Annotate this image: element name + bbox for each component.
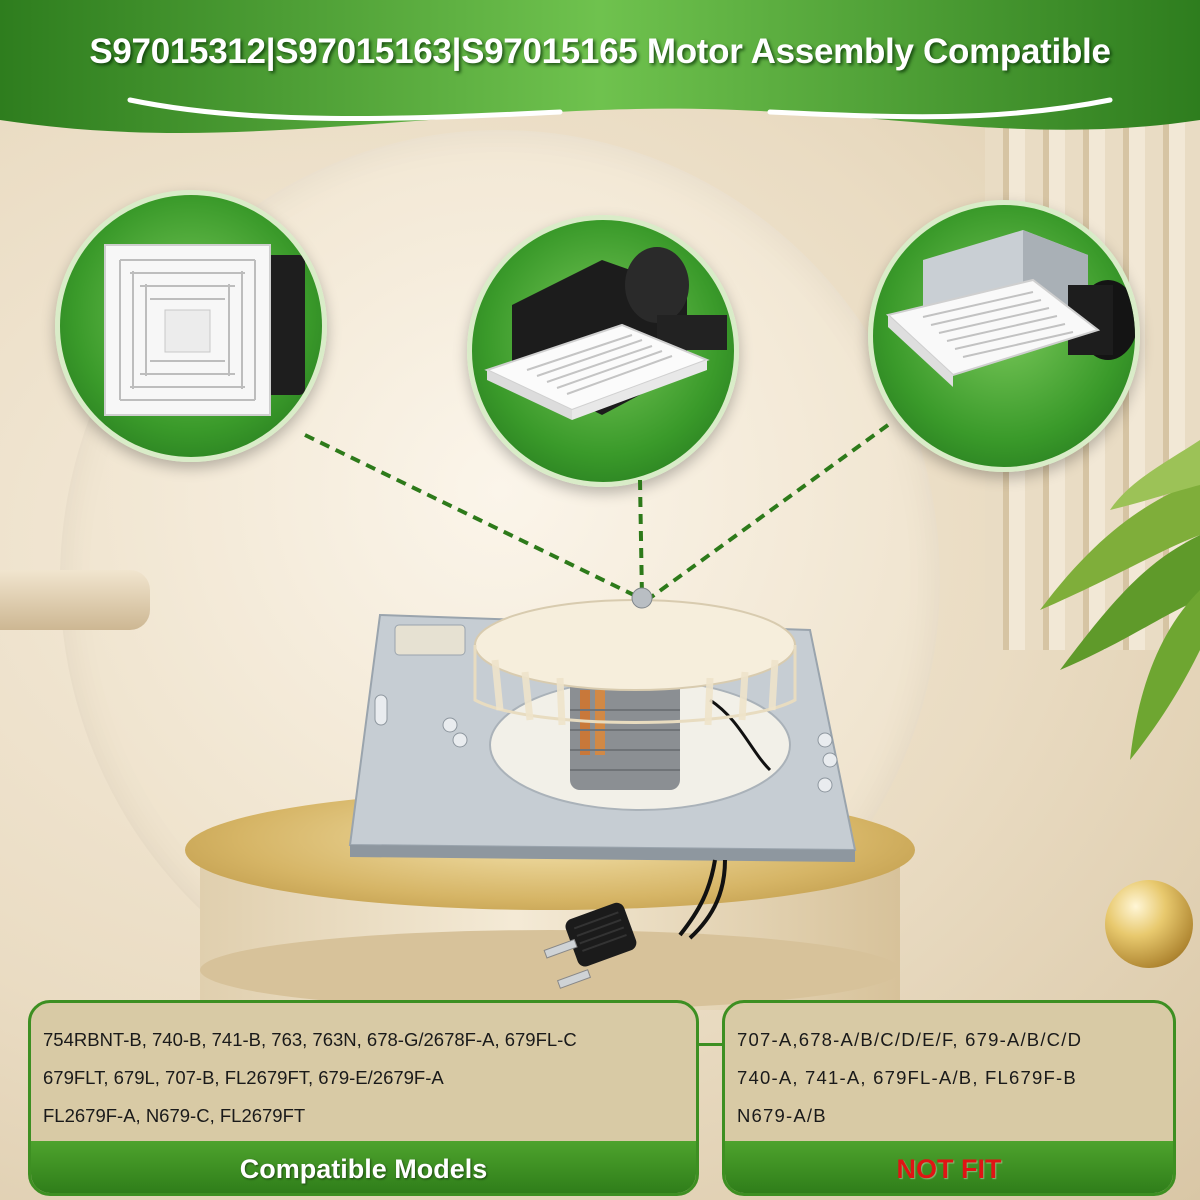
page-title: S97015312|S97015163|S97015165 Motor Asse… — [89, 32, 1111, 71]
not-fit-box: 707-A,678-A/B/C/D/E/F, 679-A/B/C/D 740-A… — [722, 1000, 1176, 1196]
ceiling-fan-housing-icon — [484, 247, 727, 420]
power-plug-icon — [543, 902, 637, 989]
motor-assembly-icon — [348, 587, 857, 940]
compatible-label-bar — [31, 1141, 696, 1193]
compatible-line-3: FL2679F-A, N679-C, FL2679FT — [43, 1105, 306, 1126]
pedestal-base — [200, 930, 900, 1010]
product-circle-1 — [55, 190, 327, 462]
not-fit-label-bar — [725, 1141, 1173, 1193]
compatible-line-2: 679FLT, 679L, 707-B, FL2679FT, 679-E/267… — [43, 1067, 444, 1088]
product-circle-2 — [467, 215, 739, 487]
square-grille-fan-icon — [104, 244, 305, 416]
plant-icon — [1040, 440, 1200, 760]
compatible-line-1: 754RBNT-B, 740-B, 741-B, 763, 763N, 678-… — [43, 1029, 577, 1050]
vent-fan-box-icon — [885, 230, 1135, 387]
header-banner — [0, 0, 1200, 133]
not-fit-label: NOT FIT — [896, 1154, 1002, 1184]
not-fit-line-3: N679-A/B — [737, 1105, 827, 1126]
background-shelf — [0, 570, 150, 630]
not-fit-line-1: 707-A,678-A/B/C/D/E/F, 679-A/B/C/D — [737, 1029, 1083, 1050]
not-fit-line-2: 740-A, 741-A, 679FL-A/B, FL679F-B — [737, 1067, 1077, 1088]
box-connector — [693, 1043, 722, 1046]
compatible-label: Compatible Models — [239, 1154, 488, 1184]
decorative-sphere — [1105, 880, 1193, 968]
compatible-models-box: 754RBNT-B, 740-B, 741-B, 763, 763N, 678-… — [28, 1000, 699, 1196]
product-circle-3 — [868, 200, 1140, 472]
